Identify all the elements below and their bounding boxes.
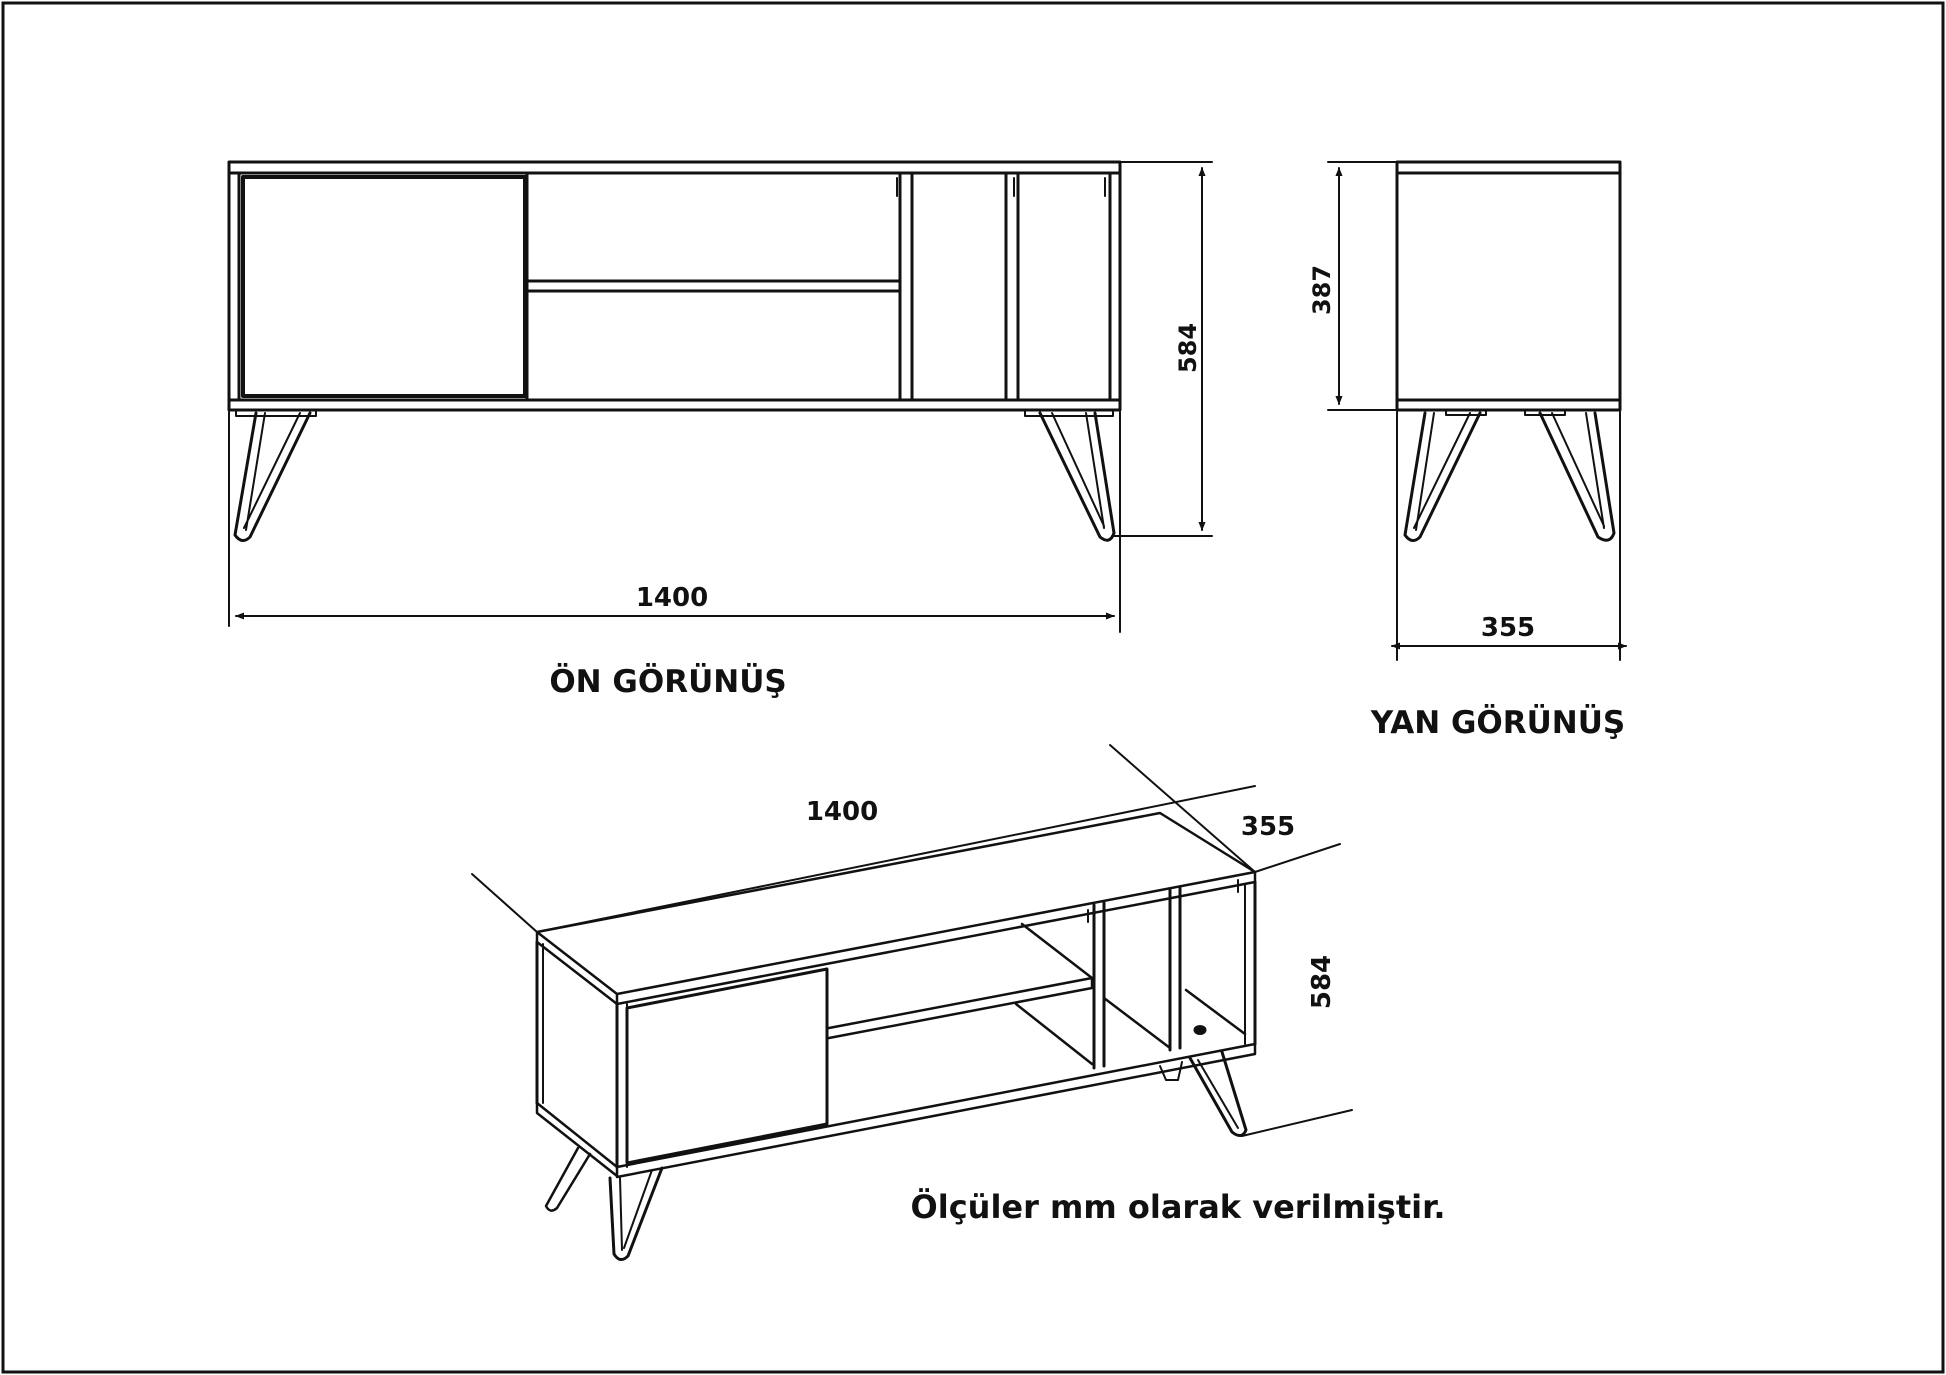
- units-note: Ölçüler mm olarak verilmiştir.: [911, 1188, 1446, 1226]
- side-left-leg: [1403, 409, 1487, 542]
- side-view: [1395, 160, 1622, 542]
- iso-bottom-board: [615, 1042, 1257, 1179]
- side-depth-label: 355: [1481, 613, 1535, 643]
- side-height-label: 387: [1308, 265, 1336, 315]
- side-top-board: [1395, 160, 1622, 175]
- front-view-title: ÖN GÖRÜNÜŞ: [549, 663, 786, 700]
- iso-width-dimension: [471, 785, 1256, 933]
- iso-front-left-leg: [544, 1146, 664, 1261]
- front-height-label: 584: [1174, 323, 1202, 373]
- front-shelf: [525, 279, 902, 293]
- front-view: [227, 160, 1122, 542]
- iso-height-label: 584: [1307, 955, 1337, 1009]
- iso-depth-label: 355: [1241, 812, 1295, 842]
- iso-height-dimension: [1241, 1109, 1353, 1137]
- iso-width-label: 1400: [806, 797, 878, 827]
- iso-view: [535, 811, 1257, 1261]
- front-top-board: [227, 160, 1122, 175]
- front-right-leg: [1024, 409, 1116, 542]
- front-left-leg: [233, 409, 317, 542]
- iso-shelf: [827, 976, 1094, 1040]
- side-right-leg: [1524, 409, 1616, 542]
- front-bottom-board: [227, 398, 1122, 412]
- iso-door: [625, 967, 829, 1165]
- side-bottom-board: [1395, 398, 1622, 412]
- front-height-dimension: [1111, 161, 1213, 537]
- front-width-dimension: [228, 411, 1121, 633]
- iso-back-right-leg: [1159, 1050, 1248, 1137]
- side-depth-dimension: [1391, 411, 1627, 661]
- side-height-dimension: [1327, 161, 1398, 411]
- front-door: [241, 175, 527, 398]
- iso-depth-dimension: [1109, 744, 1341, 873]
- side-view-title: YAN GÖRÜNÜŞ: [1370, 704, 1626, 741]
- front-width-label: 1400: [636, 583, 708, 613]
